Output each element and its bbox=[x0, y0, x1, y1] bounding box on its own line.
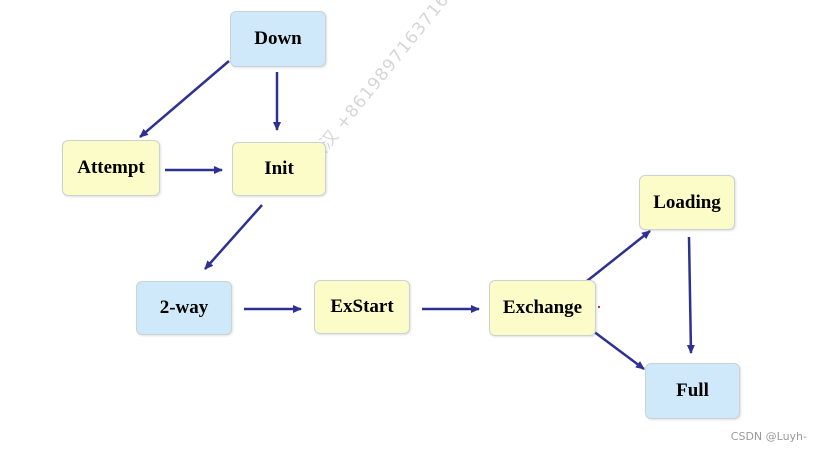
stray-mark bbox=[598, 306, 600, 308]
state-full: Full bbox=[645, 363, 740, 419]
state-attempt: Attempt bbox=[62, 140, 160, 196]
arrow-loading-to-full bbox=[686, 236, 695, 354]
arrow-exchange-to-loading bbox=[586, 230, 651, 282]
state-exchange: Exchange bbox=[489, 280, 596, 336]
state-2way: 2-way bbox=[136, 281, 232, 335]
arrow-init-to-2way bbox=[204, 204, 263, 270]
csdn-credit: CSDN @Luyh- bbox=[730, 430, 807, 443]
arrow-down-to-attempt bbox=[139, 60, 230, 138]
state-exstart: ExStart bbox=[314, 280, 410, 334]
arrow-exchange-to-full bbox=[592, 329, 645, 371]
state-init: Init bbox=[232, 142, 326, 196]
state-loading: Loading bbox=[639, 175, 735, 230]
state-down: Down bbox=[230, 11, 326, 67]
